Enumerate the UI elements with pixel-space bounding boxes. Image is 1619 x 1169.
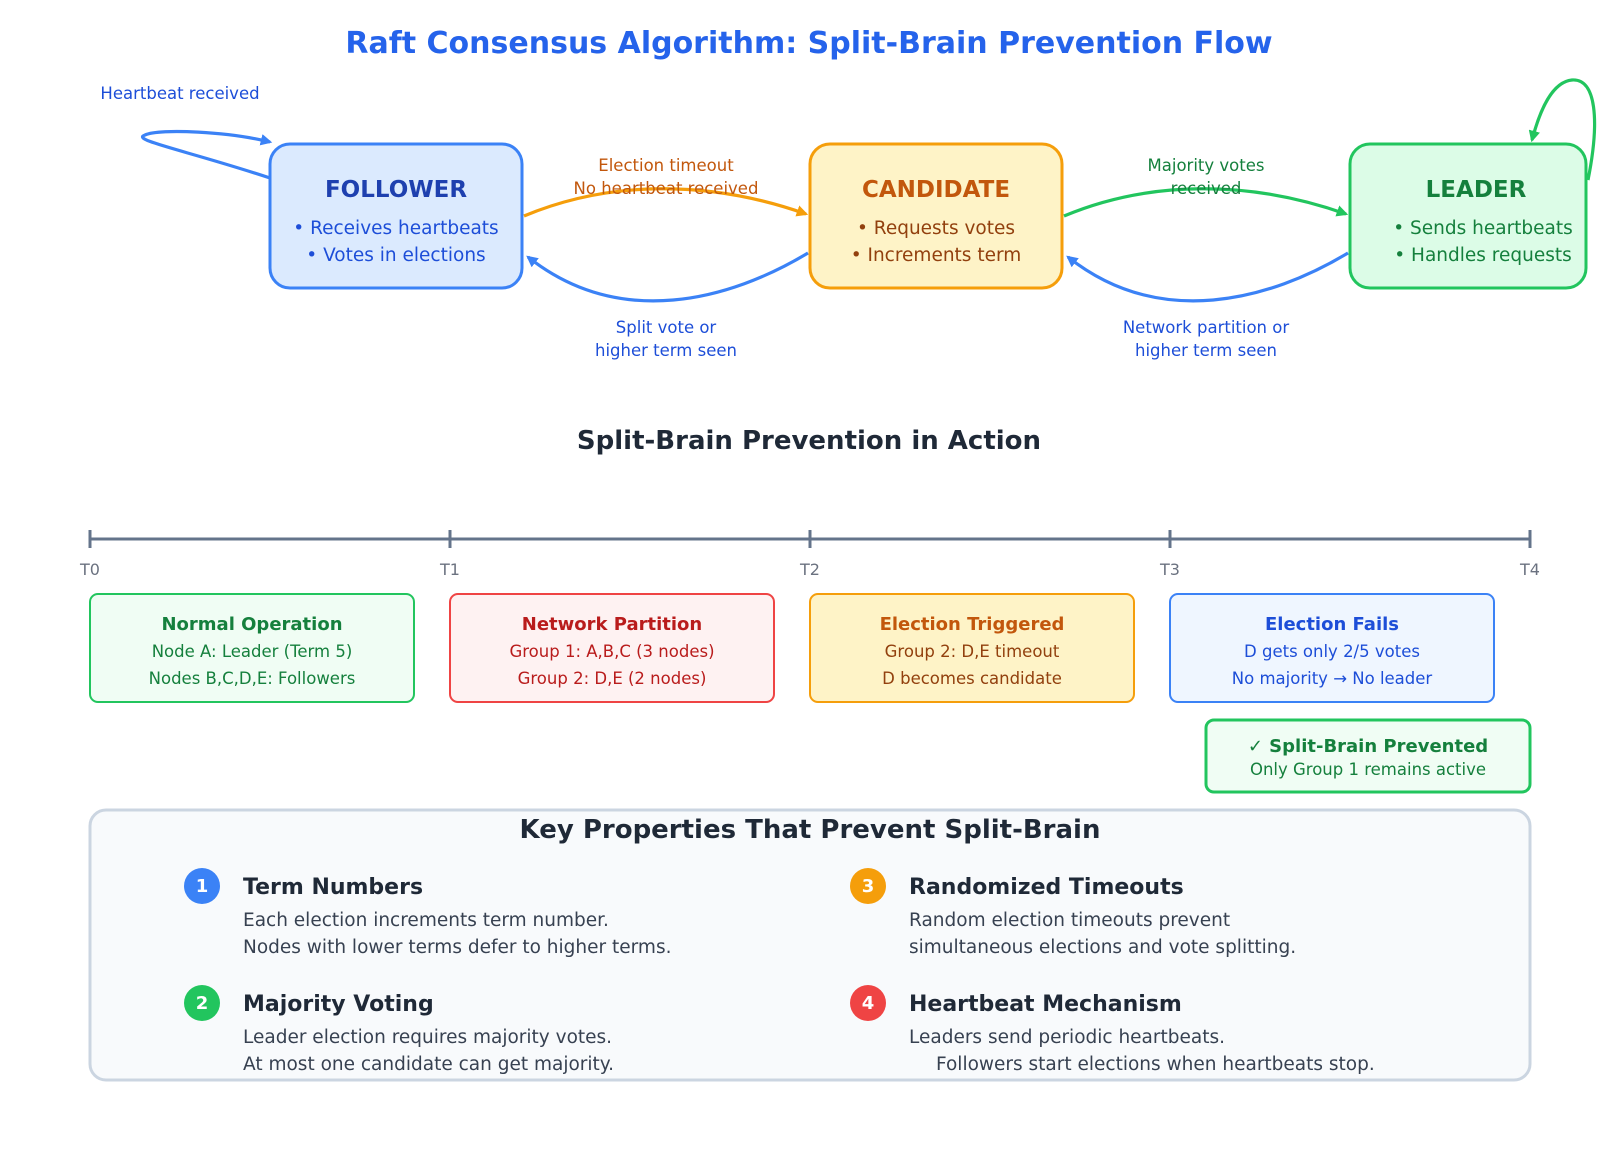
state-candidate-box (808, 142, 1064, 290)
follower-self-loop-arrow (141, 129, 273, 180)
property-badge-num-3: 3 (862, 876, 875, 897)
event-line-0-2: Nodes B,C,D,E: Followers (149, 669, 356, 688)
event-election-triggered: Election Triggered Group 2: D,E timeout … (809, 593, 1135, 703)
diagram-title: Raft Consensus Algorithm: Split-Brain Pr… (345, 26, 1272, 61)
timeline-tick-label-0: T0 (79, 560, 100, 579)
result-split-brain-prevented: ✓ Split-Brain Prevented Only Group 1 rem… (1204, 718, 1532, 794)
leader-to-candidate-label-2: higher term seen (1135, 341, 1277, 360)
timeline-tick-label-3: T3 (1159, 560, 1180, 579)
event-line-0-1: Node A: Leader (Term 5) (152, 642, 353, 661)
event-card-2 (809, 593, 1135, 703)
event-normal-operation: Normal Operation Node A: Leader (Term 5)… (89, 593, 415, 703)
property-randomized-timeouts: 3 Randomized Timeouts Random election ti… (850, 868, 1296, 958)
result-line: Only Group 1 remains active (1250, 760, 1486, 779)
property-title-3: Randomized Timeouts (909, 875, 1184, 900)
property-term-numbers: 1 Term Numbers Each election increments … (184, 868, 671, 958)
property-line-4-2: Followers start elections when heartbeat… (936, 1054, 1375, 1075)
state-follower-bullet-1: • Receives heartbeats (293, 218, 498, 239)
leader-self-loop-arrow (1528, 78, 1597, 181)
key-properties-title: Key Properties That Prevent Split-Brain (520, 815, 1101, 845)
event-card-0 (89, 593, 415, 703)
event-line-3-2: No majority → No leader (1232, 669, 1433, 688)
state-candidate-bullet-2: • Increments term (851, 245, 1022, 266)
state-leader-name: LEADER (1426, 177, 1527, 203)
state-follower-bullet-2: • Votes in elections (306, 245, 485, 266)
candidate-to-follower-label-1: Split vote or (616, 318, 717, 337)
key-properties-panel (88, 808, 1532, 1082)
event-card-1 (449, 593, 775, 703)
property-line-3-2: simultaneous elections and vote splittin… (909, 937, 1296, 958)
property-majority-voting: 2 Majority Voting Leader election requir… (184, 985, 614, 1075)
property-line-2-2: At most one candidate can get majority. (243, 1054, 614, 1075)
property-title-2: Majority Voting (243, 992, 434, 1017)
property-badge-num-4: 4 (862, 993, 875, 1014)
timeline-title: Split-Brain Prevention in Action (577, 426, 1041, 456)
candidate-to-follower-label-2: higher term seen (595, 341, 737, 360)
result-card (1204, 718, 1532, 794)
property-line-3-1: Random election timeouts prevent (909, 910, 1230, 931)
state-leader-bullet-1: • Sends heartbeats (1393, 218, 1573, 239)
event-line-1-1: Group 1: A,B,C (3 nodes) (509, 642, 714, 661)
event-line-1-2: Group 2: D,E (2 nodes) (518, 669, 707, 688)
timeline-tick-label-1: T1 (439, 560, 460, 579)
event-title-3: Election Fails (1265, 614, 1399, 635)
property-line-4-1: Leaders send periodic heartbeats. (909, 1027, 1225, 1048)
leader-to-candidate-label-1: Network partition or (1123, 318, 1290, 337)
leader-to-candidate-arrow (1066, 251, 1349, 303)
state-leader-box (1348, 142, 1588, 290)
event-line-2-2: D becomes candidate (882, 669, 1062, 688)
property-title-4: Heartbeat Mechanism (909, 992, 1182, 1017)
candidate-to-leader-arrow (1063, 187, 1349, 218)
state-candidate-name: CANDIDATE (862, 177, 1010, 203)
event-card-3 (1169, 593, 1495, 703)
event-line-2-1: Group 2: D,E timeout (885, 642, 1060, 661)
state-follower-name: FOLLOWER (325, 177, 467, 203)
follower-to-candidate-label-2: No heartbeat received (574, 179, 759, 198)
event-network-partition: Network Partition Group 1: A,B,C (3 node… (449, 593, 775, 703)
candidate-to-leader-label-1: Majority votes (1148, 156, 1265, 175)
timeline-tick-label-2: T2 (799, 560, 820, 579)
event-title-1: Network Partition (522, 614, 702, 635)
property-badge-num-1: 1 (196, 876, 209, 897)
follower-to-candidate-arrow (523, 187, 809, 218)
property-heartbeat-mechanism: 4 Heartbeat Mechanism Leaders send perio… (850, 985, 1375, 1075)
property-badge-3 (850, 868, 886, 904)
property-badge-2 (184, 985, 220, 1021)
state-candidate: CANDIDATE • Requests votes • Increments … (808, 142, 1064, 290)
property-badge-4 (850, 985, 886, 1021)
candidate-to-leader-label-2: received (1171, 179, 1242, 198)
timeline-ticks: T0 T1 T2 T3 T4 (79, 530, 1540, 579)
state-leader: LEADER • Sends heartbeats • Handles requ… (1348, 142, 1588, 290)
event-election-fails: Election Fails D gets only 2/5 votes No … (1169, 593, 1495, 703)
follower-self-loop-label: Heartbeat received (100, 84, 259, 103)
property-line-1-1: Each election increments term number. (243, 910, 609, 931)
event-title-2: Election Triggered (880, 614, 1065, 635)
property-badge-num-2: 2 (196, 993, 209, 1014)
follower-to-candidate-label-1: Election timeout (598, 156, 734, 175)
state-candidate-bullet-1: • Requests votes (857, 218, 1015, 239)
state-follower-box (268, 142, 524, 290)
event-title-0: Normal Operation (161, 614, 342, 635)
event-line-3-1: D gets only 2/5 votes (1244, 642, 1420, 661)
property-line-2-1: Leader election requires majority votes. (243, 1027, 612, 1048)
state-follower: FOLLOWER • Receives heartbeats • Votes i… (268, 142, 524, 290)
candidate-to-follower-arrow (526, 251, 809, 303)
property-line-1-2: Nodes with lower terms defer to higher t… (243, 937, 671, 958)
property-title-1: Term Numbers (243, 875, 423, 900)
state-leader-bullet-2: • Handles requests (1394, 245, 1572, 266)
timeline-tick-label-4: T4 (1519, 560, 1540, 579)
property-badge-1 (184, 868, 220, 904)
result-title: ✓ Split-Brain Prevented (1248, 736, 1488, 757)
